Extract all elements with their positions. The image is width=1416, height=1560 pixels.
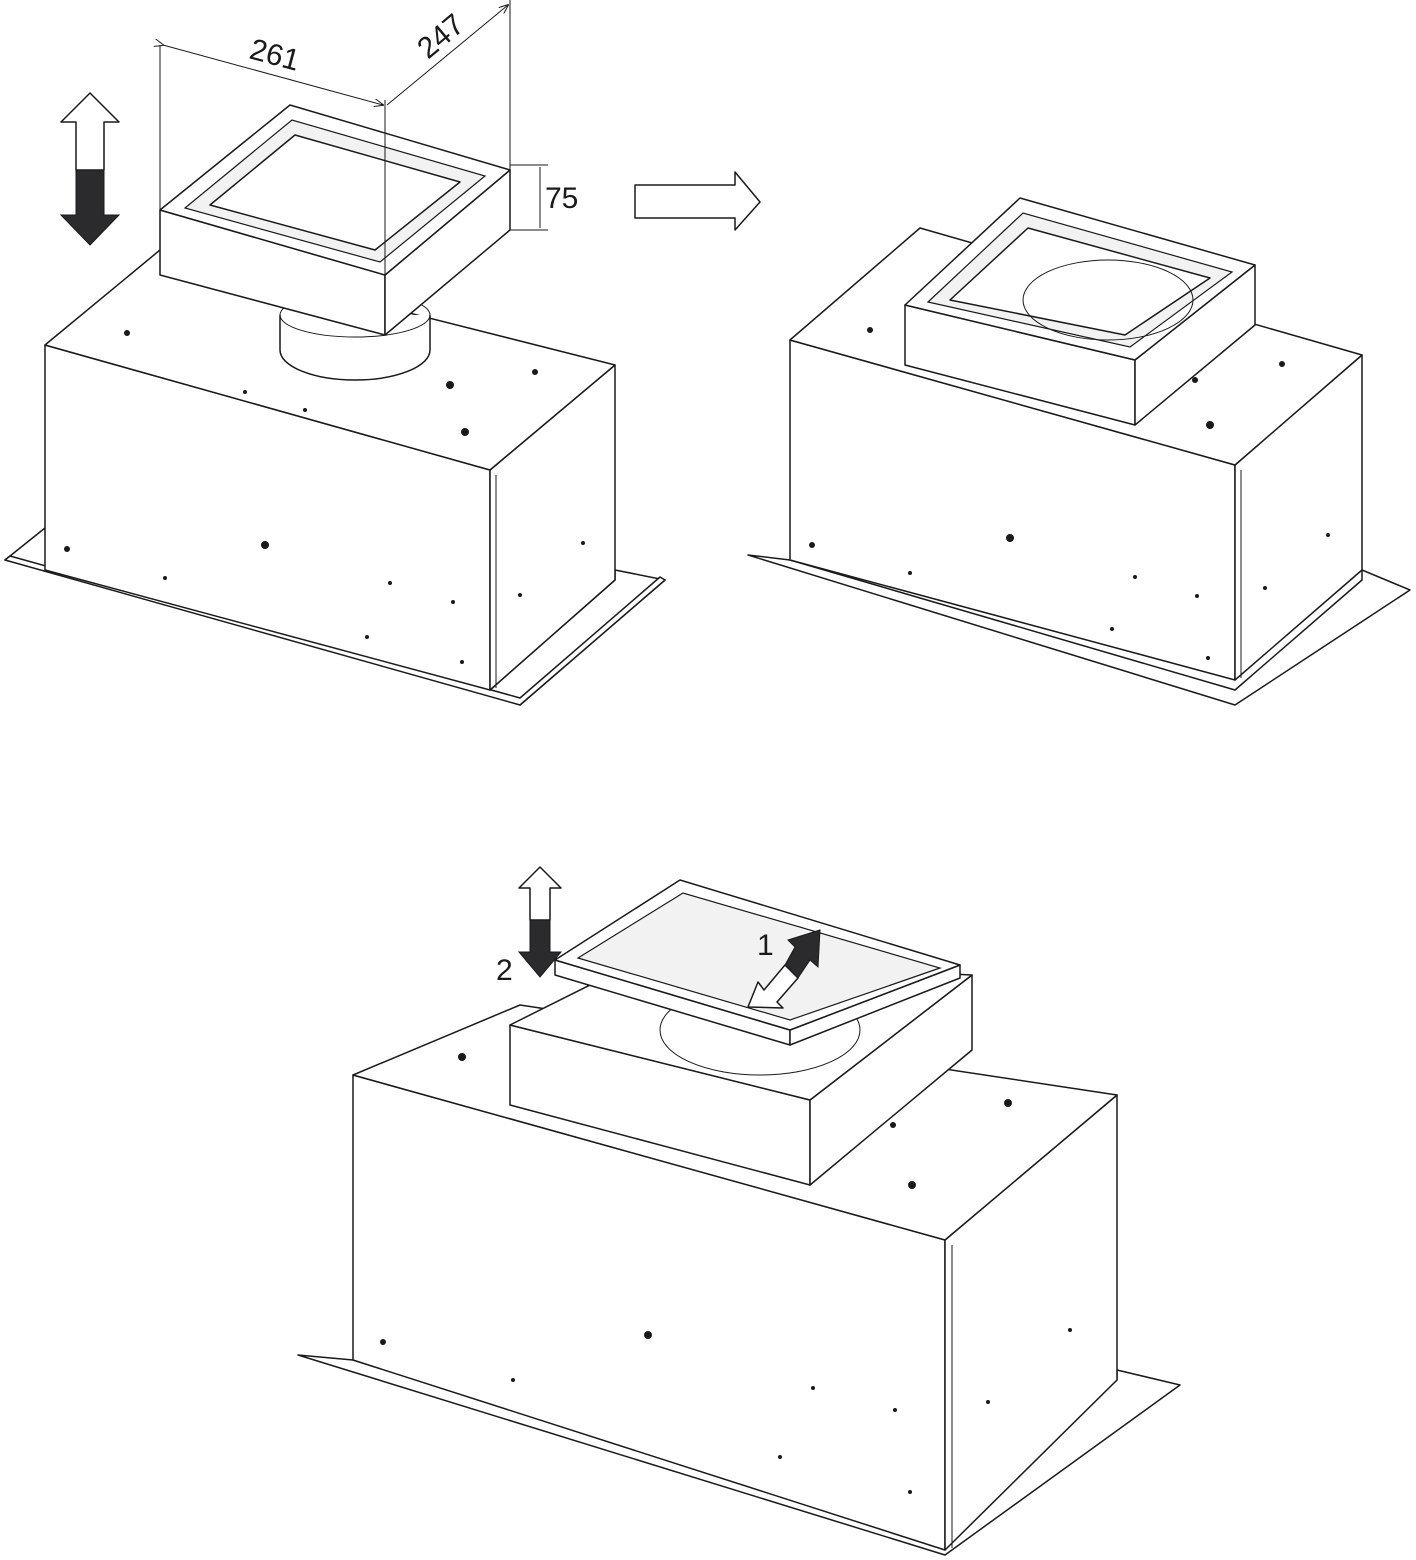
filter-lid xyxy=(554,879,961,1046)
step-1-arrow-icon xyxy=(747,929,821,1009)
next-step-arrow-icon xyxy=(634,171,761,231)
up-down-arrow-icon xyxy=(59,92,121,246)
width-label: 261 xyxy=(246,33,303,78)
step-2-label: 2 xyxy=(496,954,513,987)
figure-3-lid-fitting: 1 2 xyxy=(297,866,1181,1556)
step-1-label: 1 xyxy=(757,929,774,962)
figure-1-hood-with-collar-lifted: 261 247 75 xyxy=(4,0,666,706)
width-dimension-line xyxy=(163,45,383,105)
collar-lifted xyxy=(159,104,511,336)
duct-spigot xyxy=(279,292,431,381)
depth-label: 247 xyxy=(411,8,471,65)
figure-2-collar-mounted xyxy=(747,197,1411,706)
height-label: 75 xyxy=(545,182,578,215)
step-2-arrow-icon xyxy=(517,866,563,978)
